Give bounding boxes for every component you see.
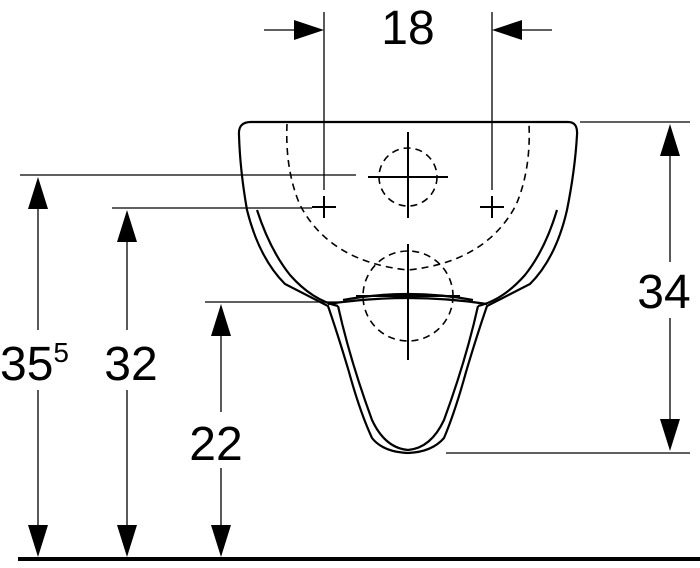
dim-label-35-5: 355 [0,337,69,391]
toilet-body [237,120,579,455]
dim-label-32: 32 [104,338,157,391]
dimension-22 [184,304,250,557]
dimension-34 [625,124,700,451]
dim-label-18: 18 [381,2,434,55]
dim-label-35-5-base: 35 [0,338,53,391]
dimension-32 [96,210,162,557]
dim-label-22: 22 [189,418,242,471]
dim-label-34: 34 [637,266,690,319]
dimension-35-5 [0,177,90,557]
center-marks [312,132,504,360]
dimension-18 [264,20,552,40]
extension-lines [20,12,690,454]
dim-label-35-5-sup: 5 [53,337,69,368]
